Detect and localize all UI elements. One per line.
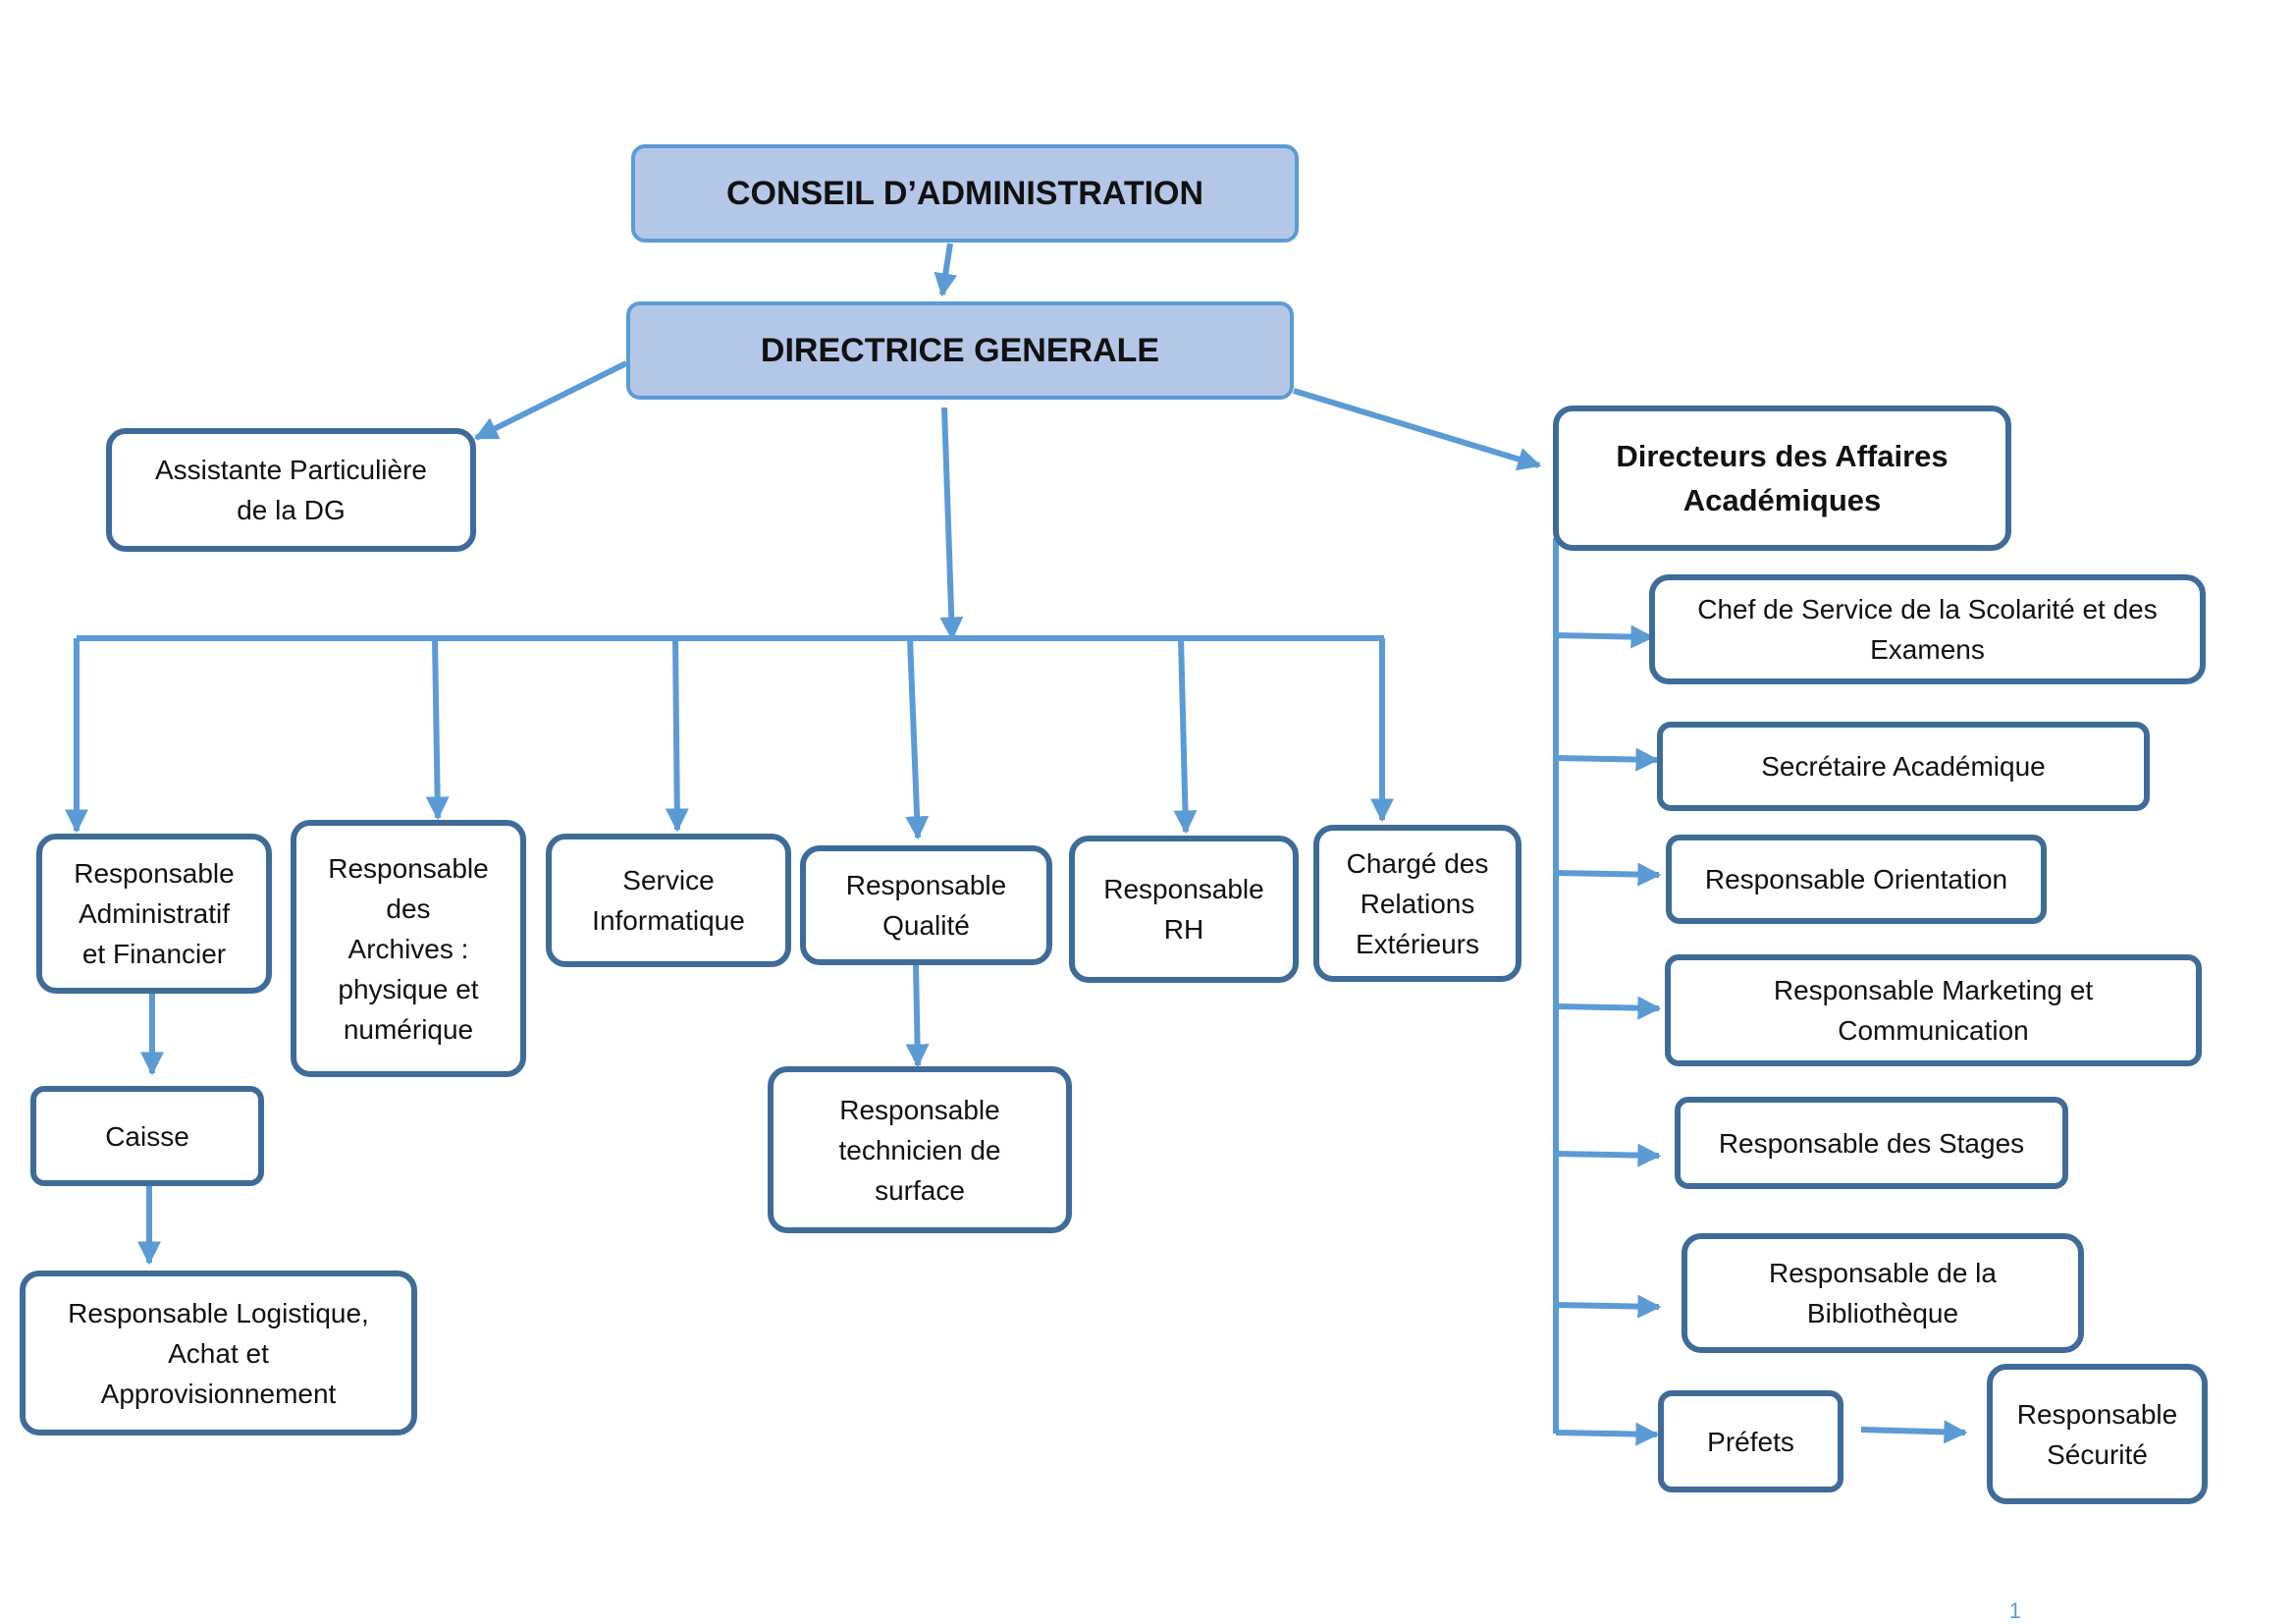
arrow-spine-to-bibliotheque: [1555, 1294, 1662, 1319]
node-label: Responsable Orientation: [1704, 864, 2008, 894]
arrow-bus-to-archives: [425, 637, 450, 821]
node-label: Responsable technicien de surface: [838, 1094, 1001, 1206]
node-directrice-generale[interactable]: DIRECTRICE GENERALE: [626, 301, 1294, 400]
node-resp-rh[interactable]: Responsable RH: [1069, 836, 1299, 983]
arrow-qualite-to-technicien: [905, 963, 930, 1068]
node-label: Chargé des Relations Extérieurs: [1346, 847, 1489, 959]
node-directeurs-affaires-academiques[interactable]: Directeurs des Affaires Académiques: [1553, 406, 2011, 551]
arrow-conseil-to-directrice: [934, 243, 958, 298]
node-label: Responsable RH: [1103, 874, 1264, 945]
node-secretaire-academique[interactable]: Secrétaire Académique: [1657, 722, 2150, 811]
arrow-directrice-to-assistante: [473, 360, 628, 441]
node-label: Préfets: [1707, 1426, 1794, 1457]
arrow-spine-to-prefets: [1555, 1422, 1660, 1446]
node-resp-securite[interactable]: Responsable Sécurité: [1987, 1364, 2208, 1504]
node-label: Service Informatique: [592, 865, 745, 936]
arrow-spine-to-scolarite: [1555, 624, 1655, 649]
node-resp-archives[interactable]: Responsable des Archives : physique et n…: [291, 820, 526, 1077]
node-label: Responsable Administratif et Financier: [74, 858, 235, 969]
node-label: Responsable de la Bibliothèque: [1769, 1258, 1997, 1328]
arrow-bus-to-informatique: [665, 637, 689, 833]
node-resp-logistique[interactable]: Responsable Logistique, Achat et Approvi…: [20, 1271, 417, 1435]
node-service-informatique[interactable]: Service Informatique: [546, 834, 791, 967]
arrow-spine-to-secretaire: [1555, 747, 1660, 772]
arrow-directrice-to-bus: [939, 406, 964, 641]
arrow-spine-to-stages: [1555, 1143, 1662, 1167]
node-conseil-administration[interactable]: CONSEIL D’ADMINISTRATION: [631, 144, 1299, 243]
page-number: 1: [2008, 1598, 2021, 1623]
node-label: Chef de Service de la Scolarité et des E…: [1697, 594, 2158, 665]
node-label: Responsable Sécurité: [2016, 1398, 2178, 1470]
node-resp-qualite[interactable]: Responsable Qualité: [800, 845, 1052, 965]
node-chef-scolarite-examens[interactable]: Chef de Service de la Scolarité et des E…: [1649, 574, 2206, 684]
node-label: DIRECTRICE GENERALE: [760, 331, 1160, 369]
arrow-bus-to-qualite: [905, 637, 930, 840]
node-label: Assistante Particulière de la DG: [154, 455, 427, 525]
node-label: Caisse: [105, 1120, 189, 1152]
node-caisse[interactable]: Caisse: [30, 1086, 264, 1186]
node-prefets[interactable]: Préfets: [1658, 1390, 1843, 1492]
node-resp-orientation[interactable]: Responsable Orientation: [1666, 835, 2047, 924]
arrow-prefets-to-securite: [1860, 1420, 1968, 1444]
node-assistante-dg[interactable]: Assistante Particulière de la DG: [106, 428, 476, 552]
node-label: Responsable des Stages: [1718, 1127, 2025, 1159]
node-label: Responsable des Archives : physique et n…: [328, 852, 489, 1045]
node-label: Directeurs des Affaires Académiques: [1616, 439, 1949, 517]
node-label: Secrétaire Académique: [1761, 751, 2046, 782]
node-resp-stages[interactable]: Responsable des Stages: [1675, 1097, 2068, 1189]
node-label: Responsable Logistique, Achat et Approvi…: [68, 1297, 369, 1409]
arrow-bus-to-rh: [1173, 637, 1198, 835]
node-label: Responsable Marketing et Communication: [1773, 975, 2094, 1046]
node-resp-bibliotheque[interactable]: Responsable de la Bibliothèque: [1682, 1233, 2084, 1353]
arrow-directrice-to-directeurs: [1293, 388, 1542, 471]
node-resp-marketing-communication[interactable]: Responsable Marketing et Communication: [1665, 954, 2202, 1066]
node-resp-admin-financier[interactable]: Responsable Administratif et Financier: [36, 834, 272, 994]
node-charge-relations-exterieurs[interactable]: Chargé des Relations Extérieurs: [1313, 825, 1522, 982]
arrow-spine-to-marketing: [1555, 996, 1662, 1020]
node-label: CONSEIL D’ADMINISTRATION: [725, 174, 1204, 212]
arrow-spine-to-orientation: [1555, 862, 1662, 887]
node-label: Responsable Qualité: [845, 870, 1007, 941]
node-resp-technicien-surface[interactable]: Responsable technicien de surface: [768, 1066, 1072, 1233]
